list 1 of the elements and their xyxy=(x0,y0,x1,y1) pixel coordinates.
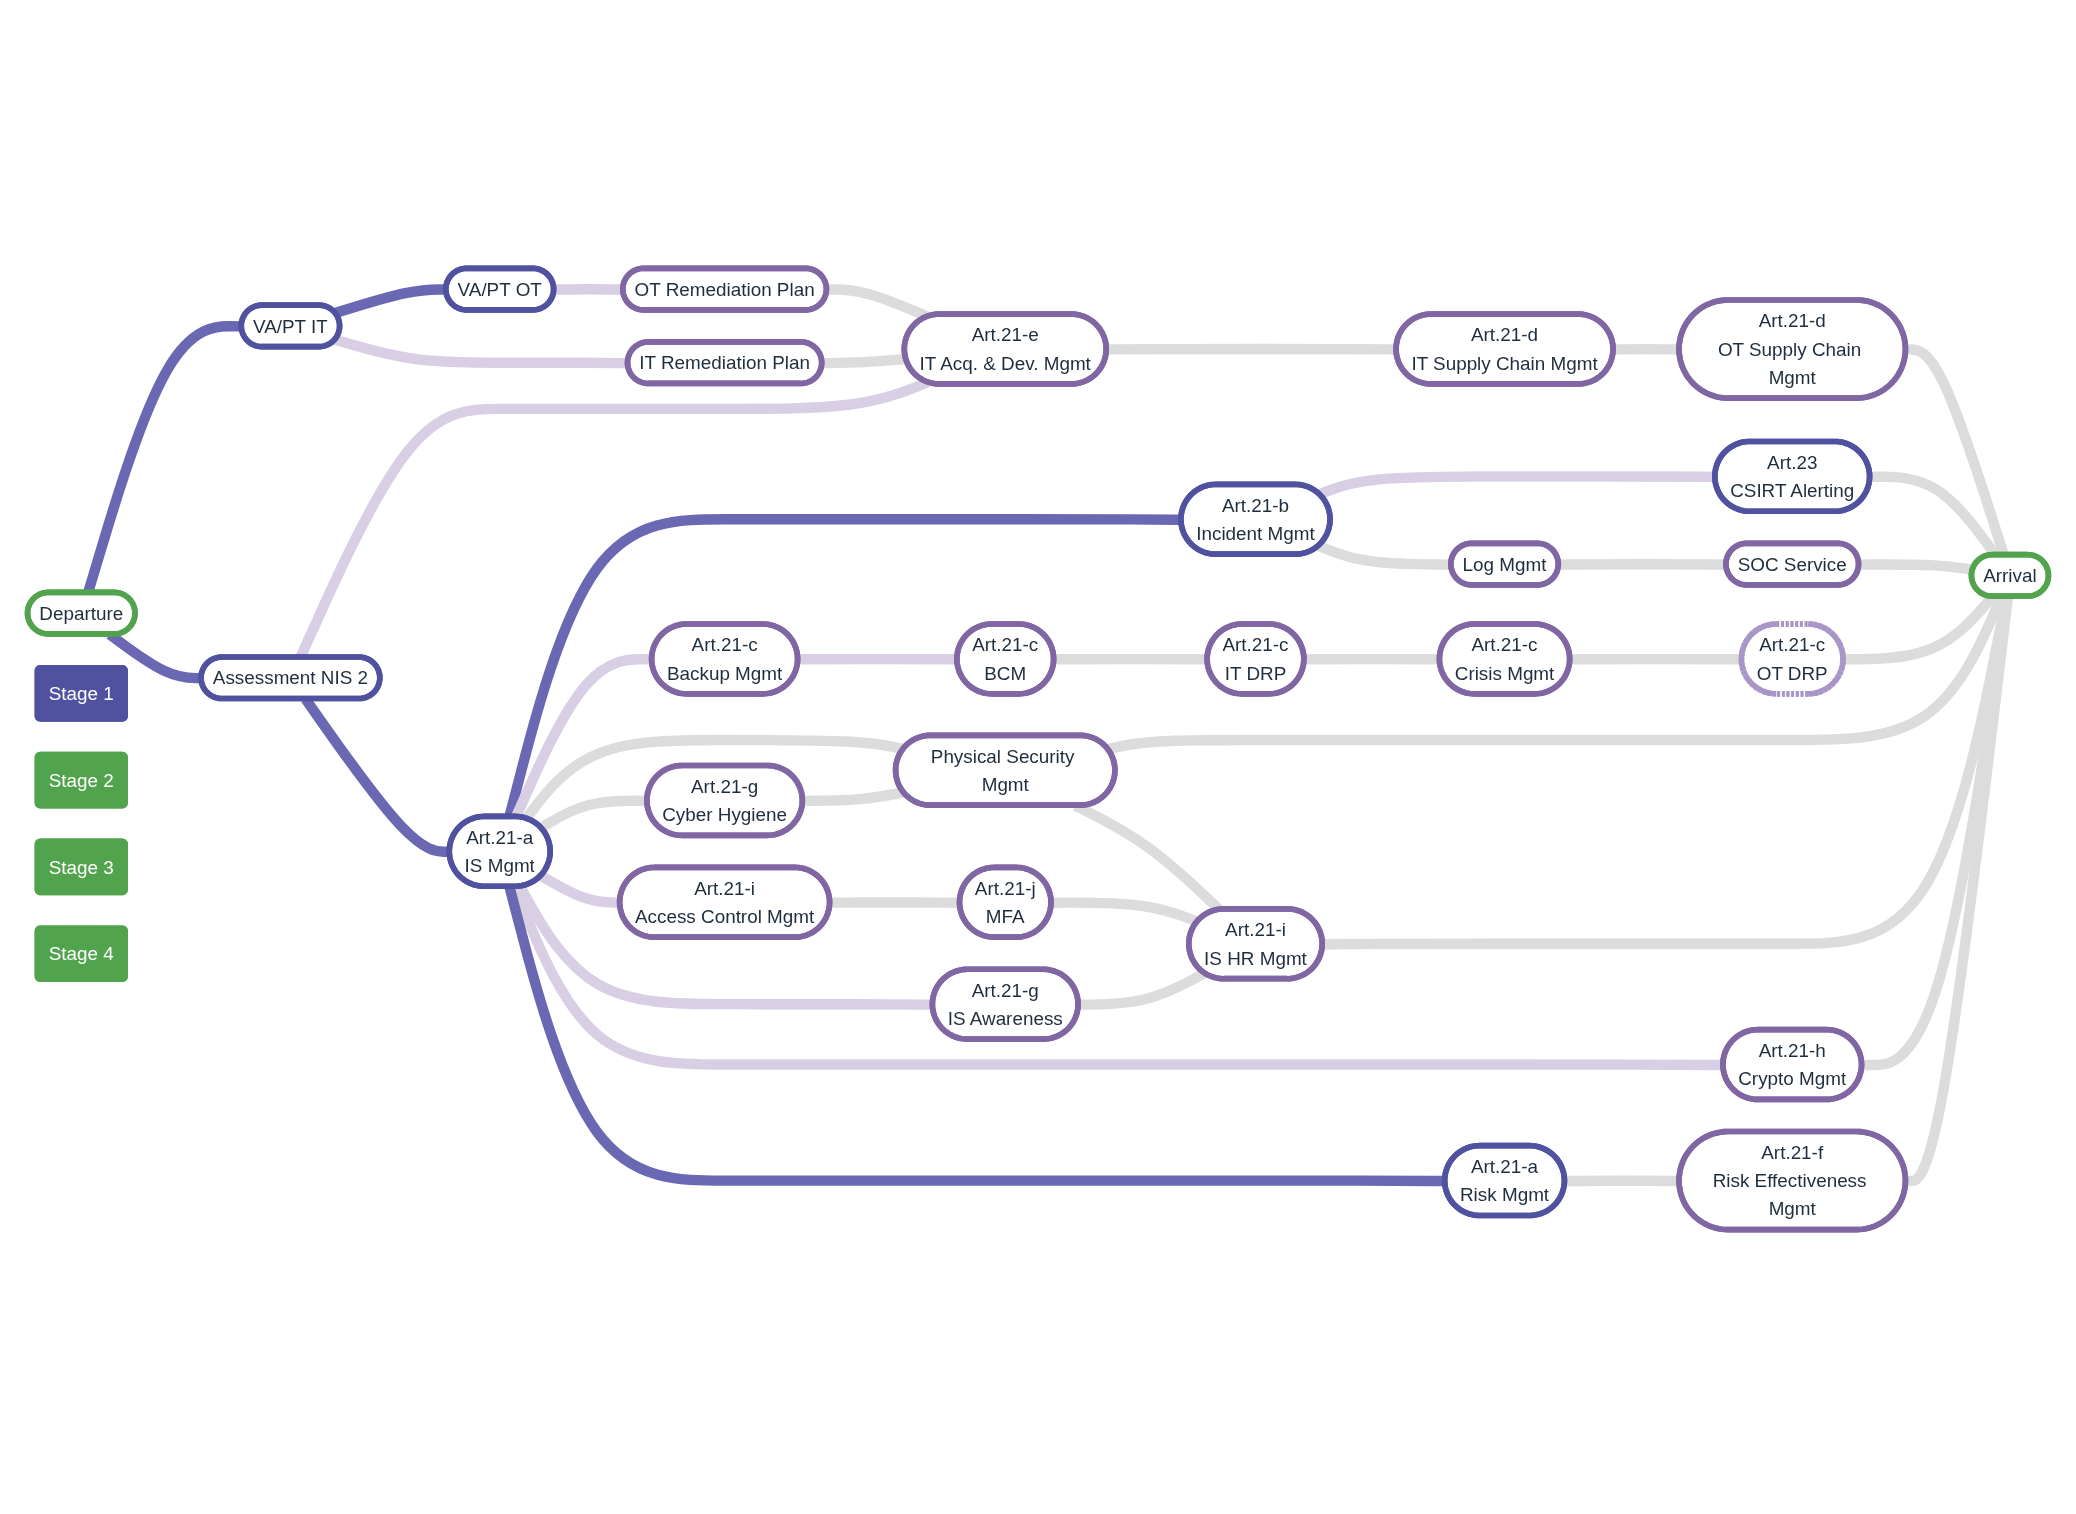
connector xyxy=(822,353,907,369)
